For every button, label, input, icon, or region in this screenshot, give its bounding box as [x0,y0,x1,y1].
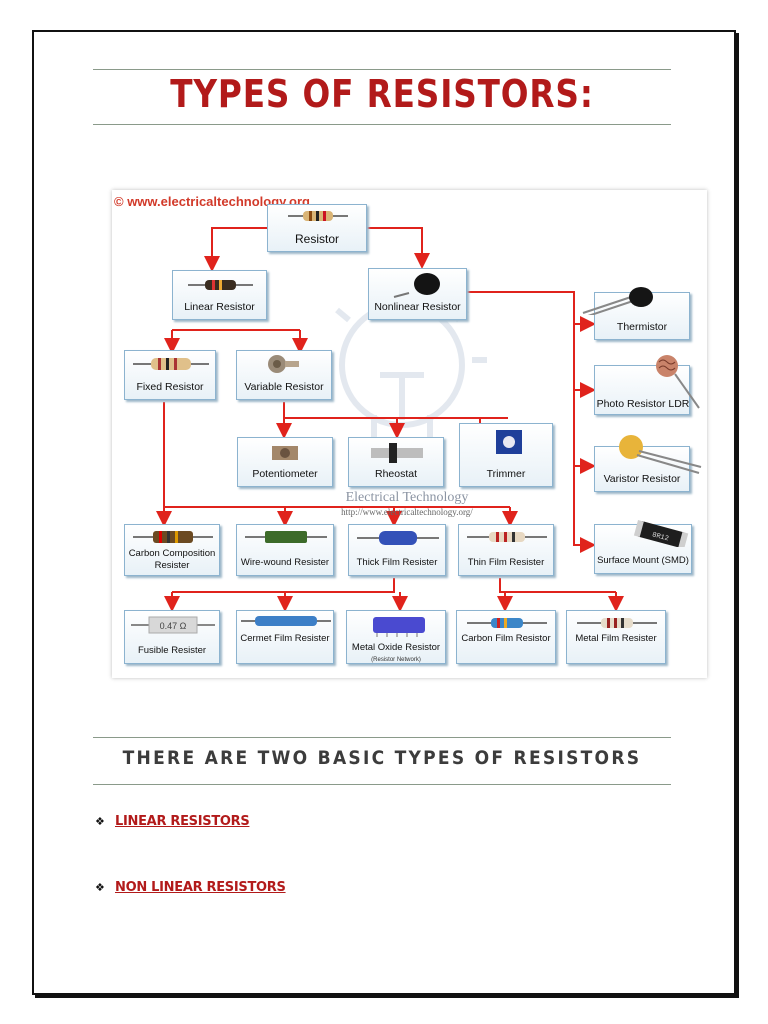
node-carbon-film: Carbon Film Resistor [456,610,556,664]
node-label: Varistor Resistor [603,473,681,485]
axial-resistor-icon [357,531,439,545]
cermet-resistor-icon [241,616,331,626]
node-label: Cermet Film Resister [240,633,330,644]
node-label: Fixed Resistor [136,381,204,393]
node-label: Wire-wound Resister [240,557,330,568]
bullet-text: NON LINEAR RESISTORS [115,880,286,895]
axial-resistor-icon [288,211,348,221]
bullet-nonlinear: ❖ NON LINEAR RESISTORS [95,880,286,895]
thermistor-icon [582,287,653,315]
node-label: Surface Mount (SMD) [597,555,689,566]
node-cermet: Cermet Film Resister [236,610,334,664]
node-label: Nonlinear Resistor [374,301,461,313]
varistor-icon [619,435,702,474]
node-varistor: Varistor Resistor [594,435,702,492]
node-label: Potentiometer [252,468,318,480]
node-label: Photo Resistor LDR [596,398,690,410]
axial-resistor-icon [577,618,657,628]
node-wire-wound: Wire-wound Resister [236,524,334,576]
section-subtitle: THERE ARE TWO BASIC TYPES OF RESISTORS [122,747,642,769]
thermistor-disc-icon [393,273,440,298]
ldr-icon [656,355,700,409]
diamond-bullet-icon: ❖ [95,881,105,894]
node-potentiometer: Potentiometer [237,437,333,487]
node-label: Rheostat [374,468,418,480]
bullet-linear: ❖ LINEAR RESISTORS [95,814,250,829]
subtitle-rule-top [93,737,671,738]
rheostat-icon [371,443,423,463]
center-watermark: Electrical Technology [345,490,469,505]
node-thick-film: Thick Film Resister [348,524,446,576]
axial-resistor-icon [133,531,213,543]
node-metal-oxide: Metal Oxide Resistor (Resistor Network) [346,610,446,664]
node-label: Metal Film Resister [575,633,657,644]
resistor-network-icon [373,617,425,637]
node-label: Carbon Composition Resister [128,548,216,571]
diamond-bullet-icon: ❖ [95,815,105,828]
node-thermistor: Thermistor [582,287,690,340]
resistor-types-diagram: © www.electricaltechnology.org Electrica… [112,190,707,678]
axial-resistor-icon [467,618,547,628]
node-label: Linear Resistor [184,301,255,313]
node-metal-film: Metal Film Resister [566,610,666,664]
node-fusible: 0.47 Ω Fusible Resister [124,610,220,664]
node-sublabel: (Resistor Network) [371,657,421,663]
node-nonlinear-resistor: Nonlinear Resistor [368,268,467,320]
potentiometer-icon [272,446,298,460]
axial-resistor-icon [467,532,547,542]
node-photo-resistor: Photo Resistor LDR [594,355,700,415]
subtitle-rule-bottom [93,784,671,785]
page-title: TYPES OF RESISTORS: [170,72,594,116]
node-label: Resistor [294,232,339,246]
node-fixed-resistor: Fixed Resistor [124,350,216,400]
node-label: Thick Film Resister [356,557,438,568]
node-label: Metal Oxide Resistor [351,642,441,653]
node-smd: 8R12 Surface Mount (SMD) [594,520,692,574]
node-resistor: Resistor [267,204,367,252]
trimmer-icon [496,430,522,454]
node-label: Carbon Film Resistor [461,633,551,644]
node-label: Fusible Resister [137,645,207,656]
site-watermark: © www.electricaltechnology.org [114,194,310,209]
node-trimmer: Trimmer [459,423,553,487]
center-watermark-url: http://www.electricaltechnology.org/ [341,507,473,517]
node-variable-resistor: Variable Resistor [236,350,332,400]
node-rheostat: Rheostat [348,437,444,487]
node-label: Thermistor [616,321,668,333]
potentiometer-icon [268,355,299,373]
node-linear-resistor: Linear Resistor [172,270,267,320]
axial-resistor-icon [188,280,253,290]
node-label: Thin Film Resister [467,557,545,568]
axial-resistor-icon [133,358,209,370]
node-label: Trimmer [486,468,526,480]
node-label: Variable Resistor [244,381,324,393]
node-thin-film: Thin Film Resister [458,524,554,576]
bullet-text: LINEAR RESISTORS [115,814,250,829]
axial-resistor-icon [245,531,327,543]
fusible-value: 0.47 Ω [160,621,187,631]
node-carbon-composition: Carbon Composition Resister [124,524,220,576]
fusible-resistor-icon: 0.47 Ω [131,616,215,634]
title-rule-top [93,69,671,70]
title-rule-bottom [93,124,671,125]
smd-chip-icon: 8R12 [633,520,689,547]
